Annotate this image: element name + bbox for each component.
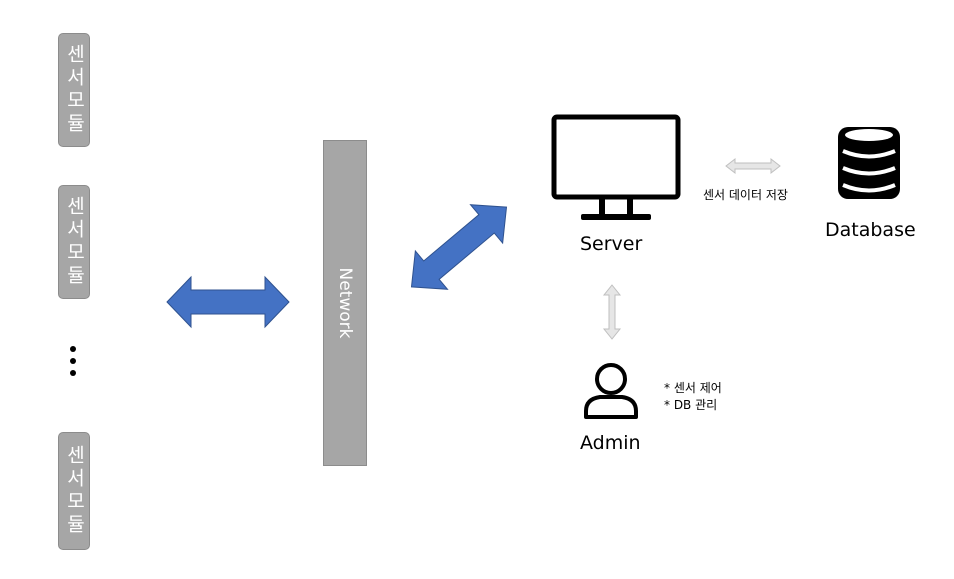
admin-note-2: * DB 관리 bbox=[664, 398, 718, 412]
sensor-module-2: 센서모듈 bbox=[58, 185, 90, 299]
sensor-module-label: 센서모듈 bbox=[63, 445, 86, 537]
server-label: Server bbox=[580, 233, 643, 255]
database-label: Database bbox=[825, 219, 916, 241]
sensor-module-label: 센서모듈 bbox=[63, 44, 86, 136]
user-icon bbox=[584, 363, 638, 419]
sensor-network-arrow bbox=[166, 275, 290, 329]
network-box: Network bbox=[323, 140, 367, 466]
admin-note-1: * 센서 제어 bbox=[664, 381, 722, 395]
ellipsis-vertical-icon bbox=[68, 346, 78, 382]
database-icon bbox=[838, 127, 900, 199]
sensor-module-1: 센서모듈 bbox=[58, 33, 90, 147]
db-link-label: 센서 데이터 저장 bbox=[703, 188, 788, 202]
sensor-module-3: 센서모듈 bbox=[58, 432, 90, 550]
sensor-module-label: 센서모듈 bbox=[63, 196, 86, 288]
monitor-icon bbox=[551, 114, 681, 220]
server-admin-arrow bbox=[602, 284, 622, 340]
server-database-arrow bbox=[725, 157, 781, 175]
admin-label: Admin bbox=[580, 432, 641, 454]
